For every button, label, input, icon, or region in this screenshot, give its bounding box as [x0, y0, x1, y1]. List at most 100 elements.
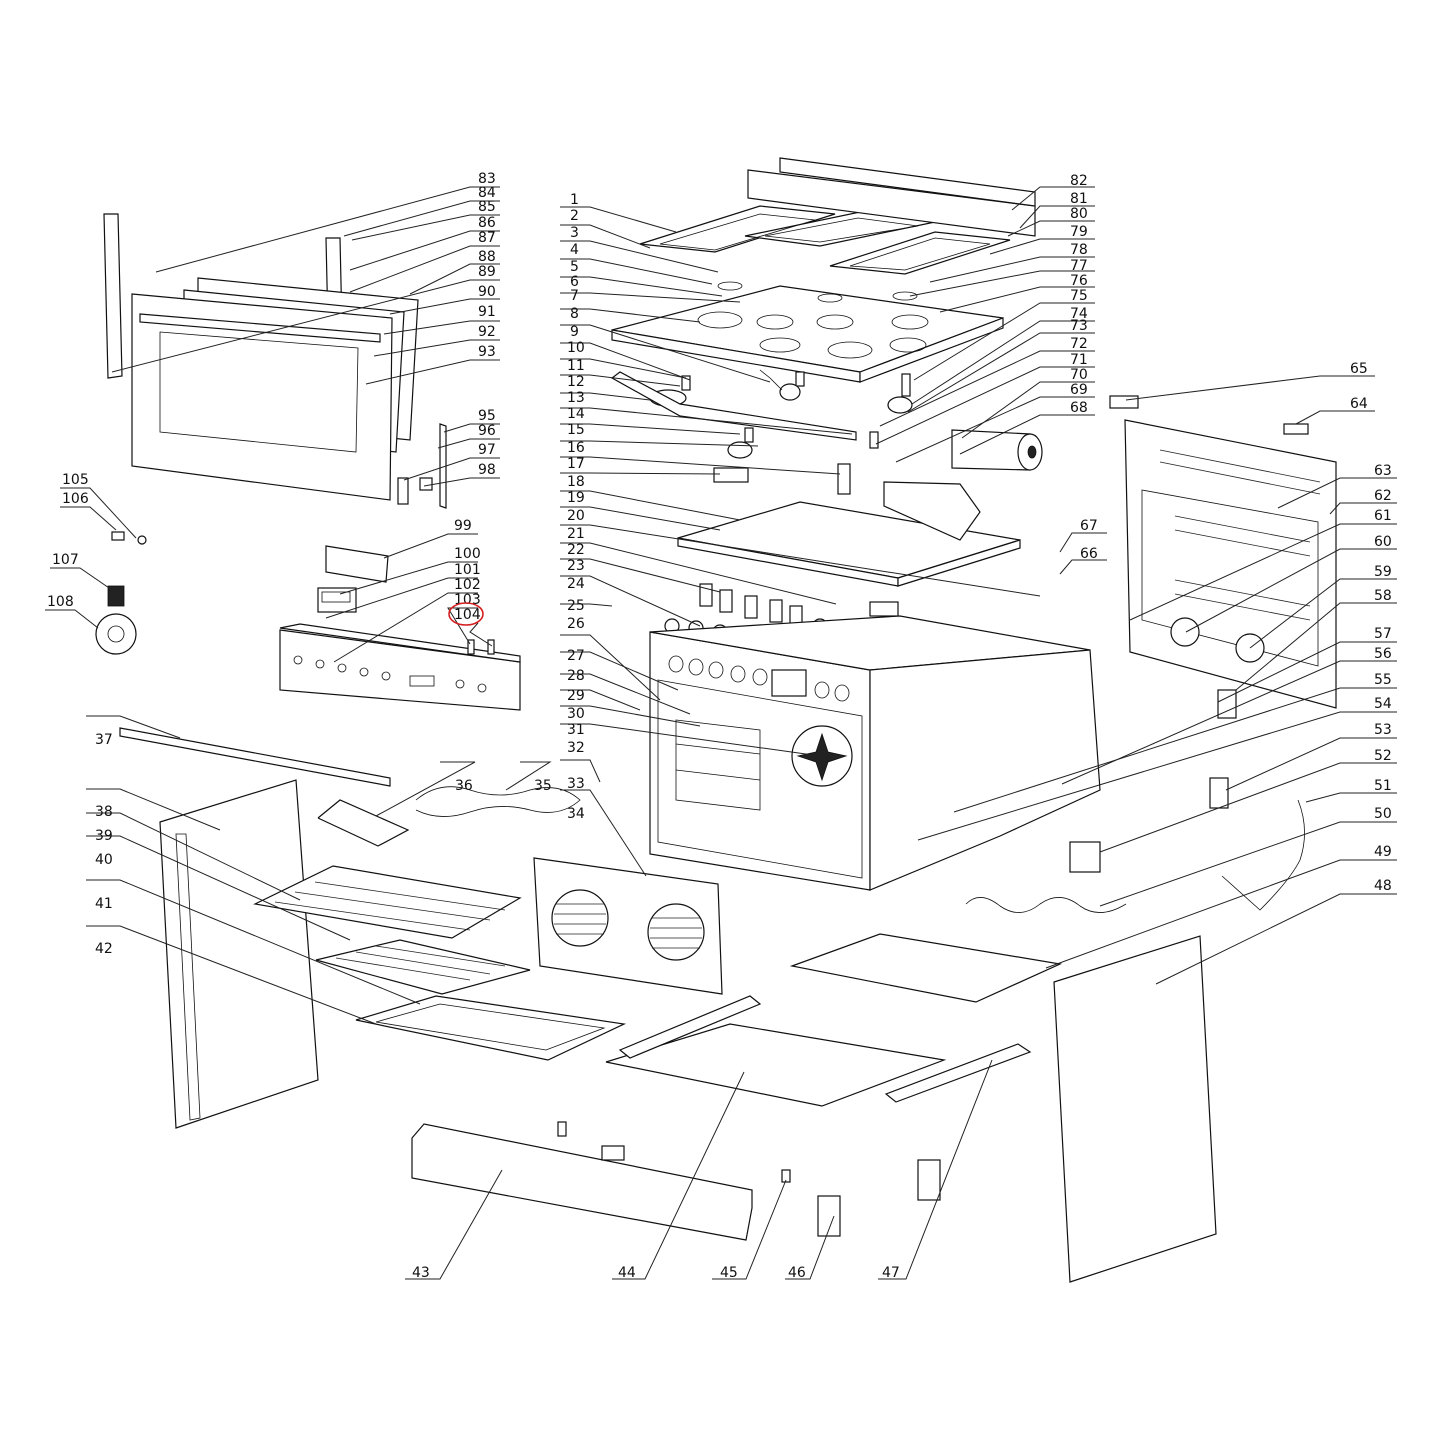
part-number-label: 24	[567, 576, 585, 592]
part-number-label: 18	[567, 474, 585, 490]
part-number-label: 6	[570, 274, 579, 290]
part-number-label: 57	[1374, 626, 1392, 642]
part-number-label: 87	[478, 230, 496, 246]
part-number-label: 71	[1070, 352, 1088, 368]
left-side-panel	[119, 727, 391, 1129]
part-number-label: 48	[1374, 878, 1392, 894]
part-number-label: 91	[478, 304, 496, 320]
part-number-label: 1	[570, 192, 579, 208]
part-number-label: 75	[1070, 288, 1088, 304]
part-number-label: 54	[1374, 696, 1392, 712]
part-number-label: 76	[1070, 273, 1088, 289]
part-number-label: 101	[454, 562, 481, 578]
part-number-label: 69	[1070, 382, 1088, 398]
part-number-label: 98	[478, 462, 496, 478]
part-number-label: 73	[1070, 318, 1088, 334]
part-number-label: 31	[567, 722, 585, 738]
part-number-label: 36	[455, 778, 473, 794]
part-number-label: 53	[1374, 722, 1392, 738]
part-number-label: 95	[478, 408, 496, 424]
cooktop-grates	[639, 205, 1011, 275]
part-number-label: 21	[567, 526, 585, 542]
part-number-label: 5	[570, 259, 579, 275]
part-number-label: 56	[1374, 646, 1392, 662]
part-number-label: 100	[454, 546, 481, 562]
part-number-label: 15	[567, 422, 585, 438]
part-number-label: 42	[95, 941, 113, 957]
part-number-label: 39	[95, 828, 113, 844]
base-and-lower-parts	[411, 777, 1305, 1283]
part-number-labels: 1 2 3 4 5 6 7 8 9 10 11 12 13 14 15 16 1…	[47, 171, 1392, 1281]
part-number-label: 28	[567, 668, 585, 684]
part-number-label: 16	[567, 440, 585, 456]
part-number-label: 102	[454, 577, 481, 593]
part-number-label: 22	[567, 542, 585, 558]
oven-rear-panel	[1109, 395, 1337, 719]
part-number-label: 20	[567, 508, 585, 524]
part-number-label: 78	[1070, 242, 1088, 258]
part-number-label: 63	[1374, 463, 1392, 479]
part-number-label: 8	[570, 306, 579, 322]
part-number-label: 45	[720, 1265, 738, 1281]
part-number-label: 60	[1374, 534, 1392, 550]
part-number-label: 51	[1374, 778, 1392, 794]
part-number-label: 14	[567, 406, 585, 422]
part-number-label: 33	[567, 776, 585, 792]
part-number-label: 49	[1374, 844, 1392, 860]
part-number-label: 40	[95, 852, 113, 868]
cooktop-spill-tray	[611, 281, 1004, 383]
part-number-label: 52	[1374, 748, 1392, 764]
part-number-label: 13	[567, 390, 585, 406]
part-number-label: 72	[1070, 336, 1088, 352]
part-number-label: 19	[567, 490, 585, 506]
part-number-label: 79	[1070, 224, 1088, 240]
part-number-label: 67	[1080, 518, 1098, 534]
part-number-label: 29	[567, 688, 585, 704]
part-number-label: 65	[1350, 361, 1368, 377]
part-number-label: 83	[478, 171, 496, 187]
part-number-label: 90	[478, 284, 496, 300]
part-number-label: 3	[570, 225, 579, 241]
part-number-label: 108	[47, 594, 74, 610]
part-number-label: 47	[882, 1265, 900, 1281]
convection-fan-cover	[533, 857, 723, 995]
part-number-label: 107	[52, 552, 79, 568]
part-number-label: 70	[1070, 367, 1088, 383]
oven-racks-and-trays	[253, 799, 627, 1061]
part-number-label: 74	[1070, 306, 1088, 322]
part-number-label: 34	[567, 806, 585, 822]
part-number-label: 99	[454, 518, 472, 534]
part-number-label: 23	[567, 558, 585, 574]
part-number-label: 2	[570, 208, 579, 224]
part-number-label: 80	[1070, 206, 1088, 222]
part-number-label: 25	[567, 598, 585, 614]
part-number-label: 85	[478, 199, 496, 215]
part-number-label: 64	[1350, 396, 1368, 412]
left-oven-door	[103, 213, 447, 509]
part-number-label: 7	[570, 288, 579, 304]
part-number-label: 43	[412, 1265, 430, 1281]
part-number-label: 89	[478, 264, 496, 280]
part-number-label: 106	[62, 491, 89, 507]
part-number-label: 12	[567, 374, 585, 390]
part-number-label: 44	[618, 1265, 636, 1281]
part-number-label: 26	[567, 616, 585, 632]
part-number-label: 61	[1374, 508, 1392, 524]
part-number-label: 46	[788, 1265, 806, 1281]
part-number-label: 88	[478, 249, 496, 265]
part-number-label: 41	[95, 896, 113, 912]
part-number-label: 58	[1374, 588, 1392, 604]
part-number-label: 4	[570, 242, 579, 258]
part-number-label: 27	[567, 648, 585, 664]
part-number-label: 77	[1070, 258, 1088, 274]
backguard-panel	[747, 157, 1036, 237]
part-number-label: 37	[95, 732, 113, 748]
control-panel	[279, 545, 521, 711]
part-number-label: 96	[478, 423, 496, 439]
heat-shield-plate	[677, 481, 1021, 587]
part-number-label: 50	[1374, 806, 1392, 822]
part-number-label: 93	[478, 344, 496, 360]
part-number-label: 38	[95, 804, 113, 820]
gas-valves-and-pipes	[610, 369, 913, 495]
